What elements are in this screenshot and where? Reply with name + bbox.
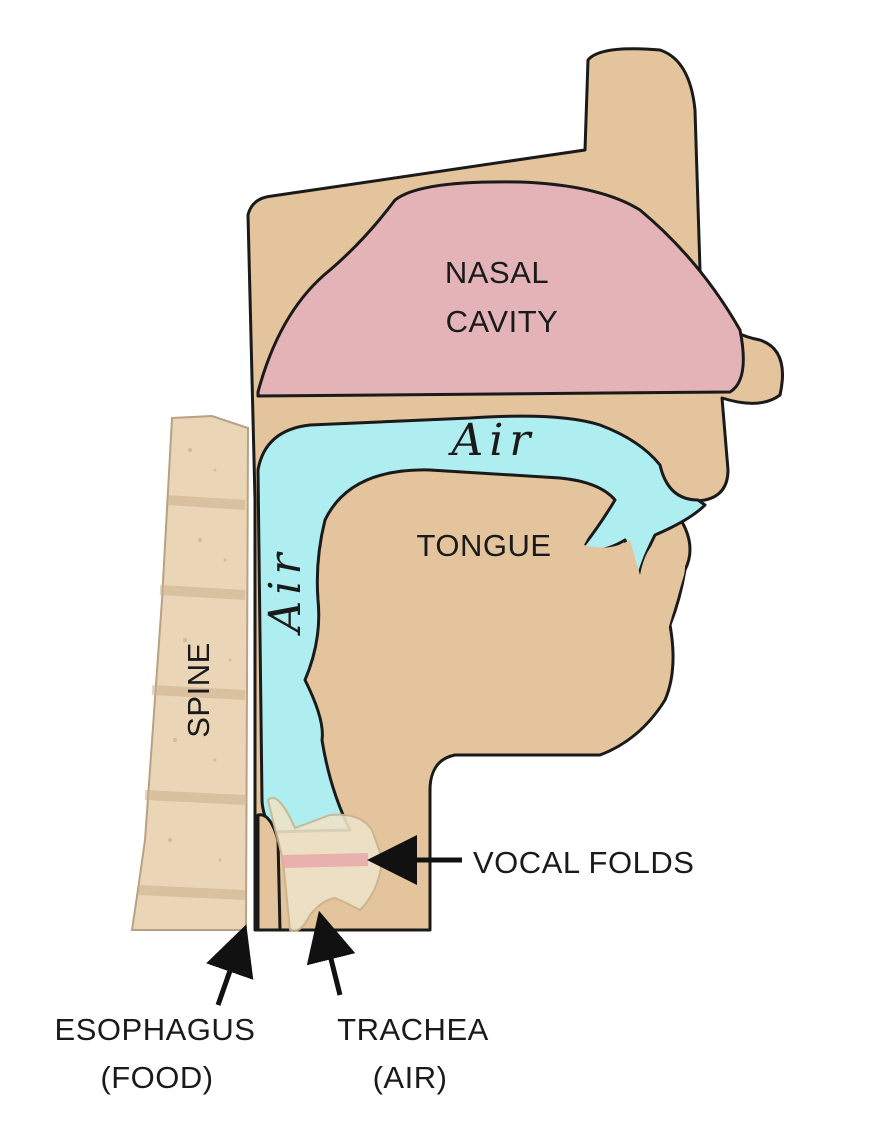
nasal-cavity-label-line1: NASAL: [445, 255, 549, 290]
nasal-cavity: [256, 180, 745, 398]
esophagus-arrow: [206, 924, 254, 1006]
tongue: [312, 478, 685, 812]
trachea-arrow: [306, 910, 356, 996]
spine-texture: [168, 448, 232, 862]
spine-vertebra-dividers: [137, 495, 246, 900]
vocal-fold-band: [282, 853, 368, 868]
trachea-label-line1: TRACHEA: [337, 1012, 489, 1047]
tongue-label: TONGUE: [416, 528, 551, 563]
trachea-label-line2: (AIR): [373, 1060, 448, 1095]
vocal-folds-label: VOCAL FOLDS: [473, 845, 694, 880]
esophagus-wall: [256, 813, 282, 932]
esophagus-label-line2: (FOOD): [100, 1060, 213, 1095]
nasal-cavity-label-line2: CAVITY: [446, 304, 559, 339]
airway: [256, 414, 707, 834]
spine-label: SPINE: [181, 642, 216, 738]
air-label-throat: Air: [260, 548, 311, 637]
esophagus-label-line1: ESOPHAGUS: [55, 1012, 256, 1047]
air-label-top: Air: [448, 415, 537, 466]
